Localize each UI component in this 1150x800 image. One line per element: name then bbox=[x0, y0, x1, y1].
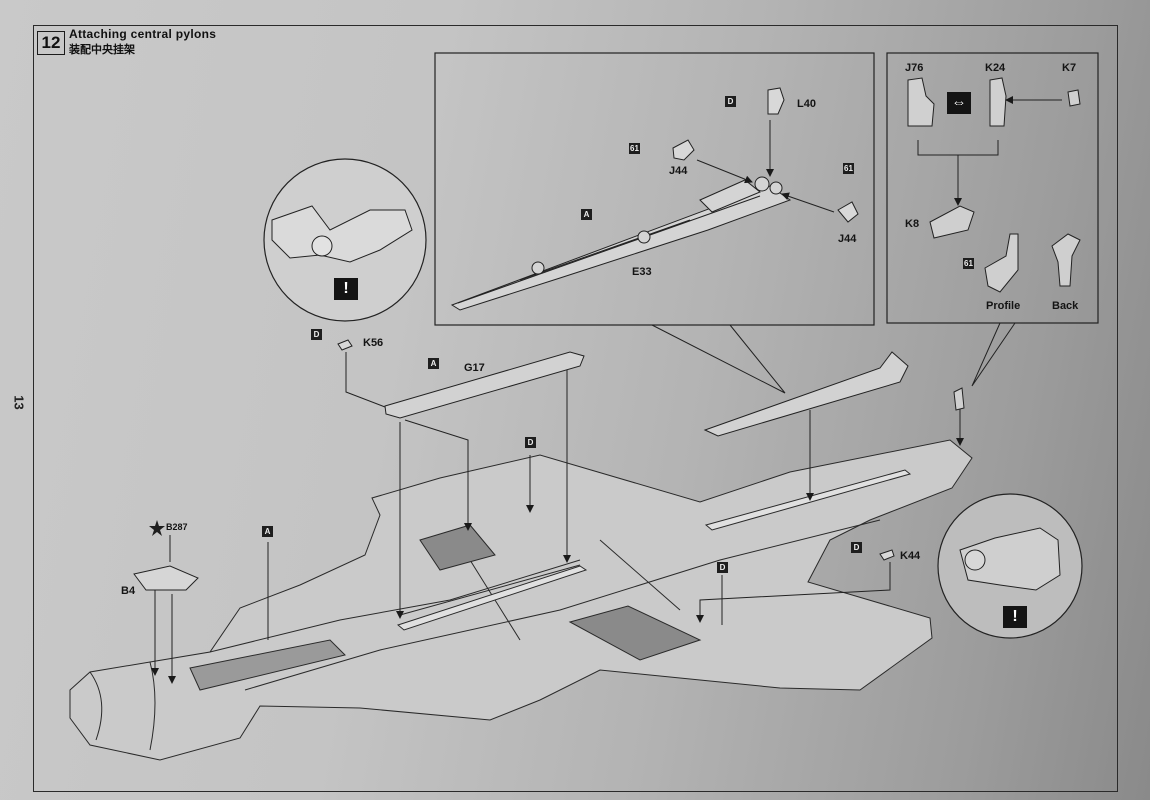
part-b4-drawing bbox=[133, 565, 199, 591]
label-b287: B287 bbox=[166, 522, 188, 532]
pylon-e33-mid-drawing bbox=[703, 351, 909, 437]
tag-d-mid: D bbox=[525, 437, 536, 448]
label-j44-left: J44 bbox=[669, 165, 688, 177]
detail-box-pylon bbox=[434, 52, 875, 326]
label-back: Back bbox=[1052, 300, 1079, 312]
tag-a-g17: A bbox=[428, 358, 439, 369]
tag-d-rear: D bbox=[717, 562, 728, 573]
tag-a-front: A bbox=[262, 526, 273, 537]
profile-view-drawing bbox=[984, 233, 1019, 293]
label-e33: E33 bbox=[632, 266, 652, 278]
warning-icon-left: ! bbox=[334, 278, 358, 300]
detail-pointer-lines bbox=[651, 324, 786, 394]
part-k7-drawing bbox=[1067, 89, 1081, 107]
swap-icon: ⇔ bbox=[947, 92, 971, 114]
airframe-drawing bbox=[69, 439, 973, 761]
part-k24-drawing bbox=[989, 77, 1007, 127]
label-k8: K8 bbox=[905, 218, 920, 230]
warning-icon-right: ! bbox=[1003, 606, 1027, 628]
part-l40-drawing bbox=[767, 87, 785, 115]
label-j76: J76 bbox=[905, 62, 924, 74]
tag-d-l40: D bbox=[725, 96, 736, 107]
star-b287-drawing bbox=[149, 520, 165, 536]
tag-d-k56: D bbox=[311, 329, 322, 340]
part-k44-drawing bbox=[879, 549, 895, 561]
step-title-chinese: 装配中央挂架 bbox=[69, 44, 135, 56]
tag-61-right: 61 bbox=[843, 163, 854, 174]
part-g17-drawing bbox=[384, 351, 585, 419]
label-b4: B4 bbox=[121, 585, 136, 597]
step-border bbox=[33, 25, 1118, 792]
label-k24: K24 bbox=[985, 62, 1006, 74]
part-j44-right-drawing bbox=[837, 201, 859, 223]
label-profile: Profile bbox=[986, 300, 1021, 312]
part-k56-drawing bbox=[337, 339, 353, 351]
label-g17: G17 bbox=[464, 362, 485, 374]
sensor-pointer-lines bbox=[971, 322, 1016, 387]
pylon-e33-drawing bbox=[450, 176, 792, 311]
part-k8-drawing bbox=[929, 205, 975, 239]
label-l40: L40 bbox=[797, 98, 816, 110]
tag-d-k44: D bbox=[851, 542, 862, 553]
detail-box-sensor bbox=[886, 52, 1099, 324]
label-k56: K56 bbox=[363, 337, 384, 349]
label-k7: K7 bbox=[1062, 62, 1077, 74]
part-j44-left-drawing bbox=[672, 139, 695, 161]
tag-61-left: 61 bbox=[629, 143, 640, 154]
tag-a-e33: A bbox=[581, 209, 592, 220]
part-j76-drawing bbox=[907, 77, 935, 127]
step-title: Attaching central pylons bbox=[69, 27, 217, 41]
sensor-on-airframe-drawing bbox=[953, 387, 965, 411]
tag-61-profile: 61 bbox=[963, 258, 974, 269]
step-number: 12 bbox=[37, 31, 65, 55]
label-k44: K44 bbox=[900, 550, 921, 562]
back-view-drawing bbox=[1051, 233, 1081, 287]
label-j44-right: J44 bbox=[838, 233, 857, 245]
